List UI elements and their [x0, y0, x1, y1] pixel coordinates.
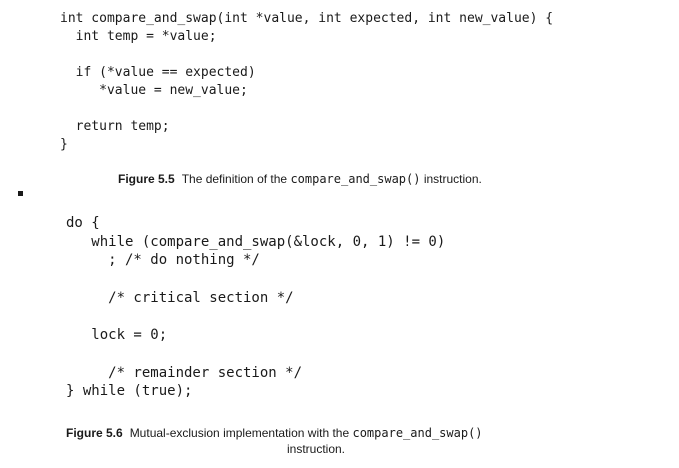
figure-label: Figure 5.5 — [118, 172, 175, 186]
code-line: ; /* do nothing */ — [66, 252, 260, 269]
code-line — [66, 270, 445, 289]
caption-line: Figure 5.6 Mutual-exclusion implementatio… — [66, 425, 606, 441]
code-line: /* critical section */ — [66, 289, 294, 306]
caption-text-end: instruction. — [420, 172, 482, 186]
code-line: /* remainder section */ — [66, 364, 303, 381]
caption-code: compare_and_swap() — [290, 172, 421, 186]
caption-line-2: instruction. — [286, 442, 346, 456]
caption-code: compare_and_swap() — [352, 426, 483, 440]
mutual-exclusion-code: do { while (compare_and_swap(&lock, 0, 1… — [66, 214, 445, 401]
compare-and-swap-definition-code: int compare_and_swap(int *value, int exp… — [60, 10, 553, 154]
caption-text: Mutual-exclusion implementation with the — [129, 426, 353, 440]
figure-label: Figure 5.6 — [66, 426, 123, 440]
code-line: lock = 0; — [66, 327, 168, 344]
figure-5-6-caption: Figure 5.6 Mutual-exclusion implementatio… — [66, 425, 606, 457]
bullet-marker — [18, 191, 23, 196]
figure-5-5-caption: Figure 5.5 The definition of the compare_… — [118, 171, 482, 187]
code-line: if (*value == expected) — [60, 65, 256, 80]
code-line: } while (true); — [66, 383, 193, 400]
caption-text: The definition of the — [181, 172, 291, 186]
code-line: do { — [66, 215, 100, 231]
code-line — [60, 46, 553, 64]
code-line: return temp; — [60, 119, 170, 134]
code-line: *value = new_value; — [60, 83, 248, 98]
code-line: } — [60, 137, 68, 152]
code-line: int temp = *value; — [60, 29, 217, 44]
code-line — [60, 100, 553, 118]
code-line — [66, 308, 445, 327]
code-line: int compare_and_swap(int *value, int exp… — [60, 11, 554, 26]
code-line: while (compare_and_swap(&lock, 0, 1) != … — [66, 233, 446, 250]
code-line — [66, 345, 445, 364]
